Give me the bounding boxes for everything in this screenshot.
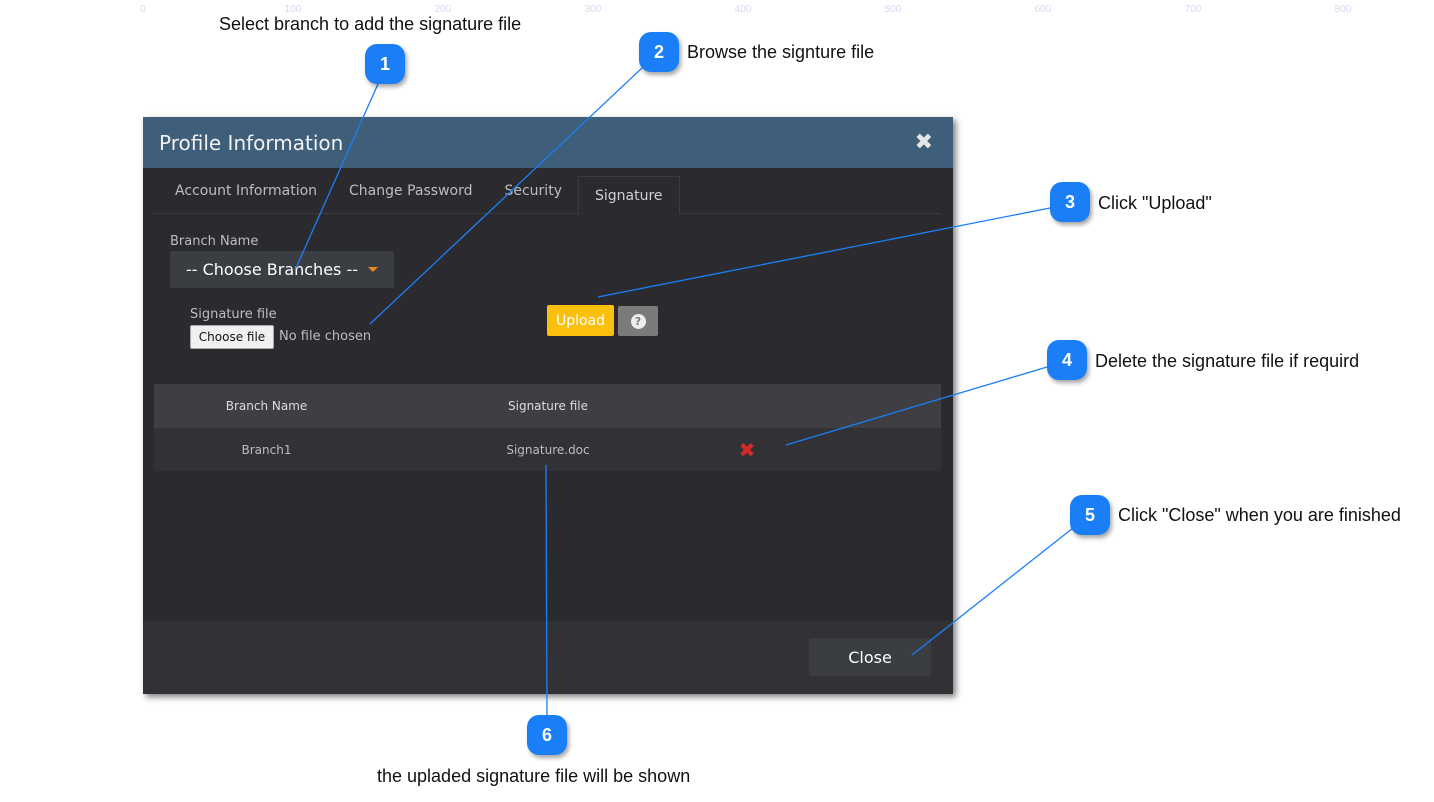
table-row: Branch1 Signature.doc ✖ <box>154 428 941 471</box>
callout-badge-5: 5 <box>1070 495 1110 535</box>
ruler-tick: 300 <box>584 4 602 15</box>
callout-text-3: Click "Upload" <box>1098 193 1212 213</box>
cell-file: Signature.doc <box>506 442 590 457</box>
tab-account-information[interactable]: Account Information <box>175 182 318 199</box>
signature-file-label: Signature file <box>190 307 277 322</box>
branch-name-label: Branch Name <box>170 234 259 249</box>
callout-badge-3: 3 <box>1050 182 1090 222</box>
callout-text-6: the upladed signature file will be shown <box>377 766 691 786</box>
callout-text-2: Browse the signture file <box>687 42 875 62</box>
close-button[interactable]: Close <box>809 638 931 676</box>
callout-text-1: Select branch to add the signature file <box>219 14 522 34</box>
signature-table: Branch Name Signature file Branch1 Signa… <box>154 384 941 471</box>
question-icon: ? <box>630 313 646 329</box>
profile-information-dialog: Profile Information ✖ Account Informatio… <box>143 117 953 694</box>
callout-badge-1: 1 <box>365 44 405 84</box>
tab-bar: Account Information Change Password Secu… <box>153 168 941 214</box>
callout-badge-2: 2 <box>639 32 679 72</box>
ruler-tick: 200 <box>434 4 452 15</box>
ruler-tick: 800 <box>1334 4 1352 15</box>
ruler-tick: 100 <box>284 4 302 15</box>
dialog-footer: Close <box>143 621 953 694</box>
dialog-title: Profile Information <box>159 130 344 155</box>
tab-change-password[interactable]: Change Password <box>349 182 473 199</box>
callout-text-5: Click "Close" when you are finished <box>1118 505 1401 525</box>
callout-badge-4: 4 <box>1047 340 1087 380</box>
choose-file-button[interactable]: Choose file <box>190 325 274 349</box>
column-signature-file: Signature file <box>508 399 588 413</box>
help-button[interactable]: ? <box>618 306 658 336</box>
caret-down-icon <box>368 267 379 272</box>
file-status: No file chosen <box>279 329 372 344</box>
tab-security[interactable]: Security <box>504 182 562 199</box>
column-branch-name: Branch Name <box>225 399 308 413</box>
ruler-tick: 600 <box>1034 4 1052 15</box>
table-header: Branch Name Signature file <box>154 384 941 428</box>
dialog-header: Profile Information ✖ <box>143 117 953 168</box>
ruler-tick: 400 <box>734 4 752 15</box>
branch-select-value: -- Choose Branches -- <box>185 260 359 279</box>
callout-badge-6: 6 <box>527 715 567 755</box>
ruler-tick: 700 <box>1184 4 1202 15</box>
delete-icon[interactable]: ✖ <box>738 437 756 462</box>
branch-select[interactable]: -- Choose Branches -- <box>170 251 394 288</box>
upload-button[interactable]: Upload <box>547 305 614 336</box>
ruler-tick: 0 <box>140 4 146 15</box>
ruler-tick: 500 <box>884 4 902 15</box>
tab-signature[interactable]: Signature <box>577 176 680 214</box>
callout-text-4: Delete the signature file if requird <box>1095 351 1360 371</box>
close-icon[interactable]: ✖ <box>914 130 933 155</box>
cell-branch: Branch1 <box>241 442 292 457</box>
